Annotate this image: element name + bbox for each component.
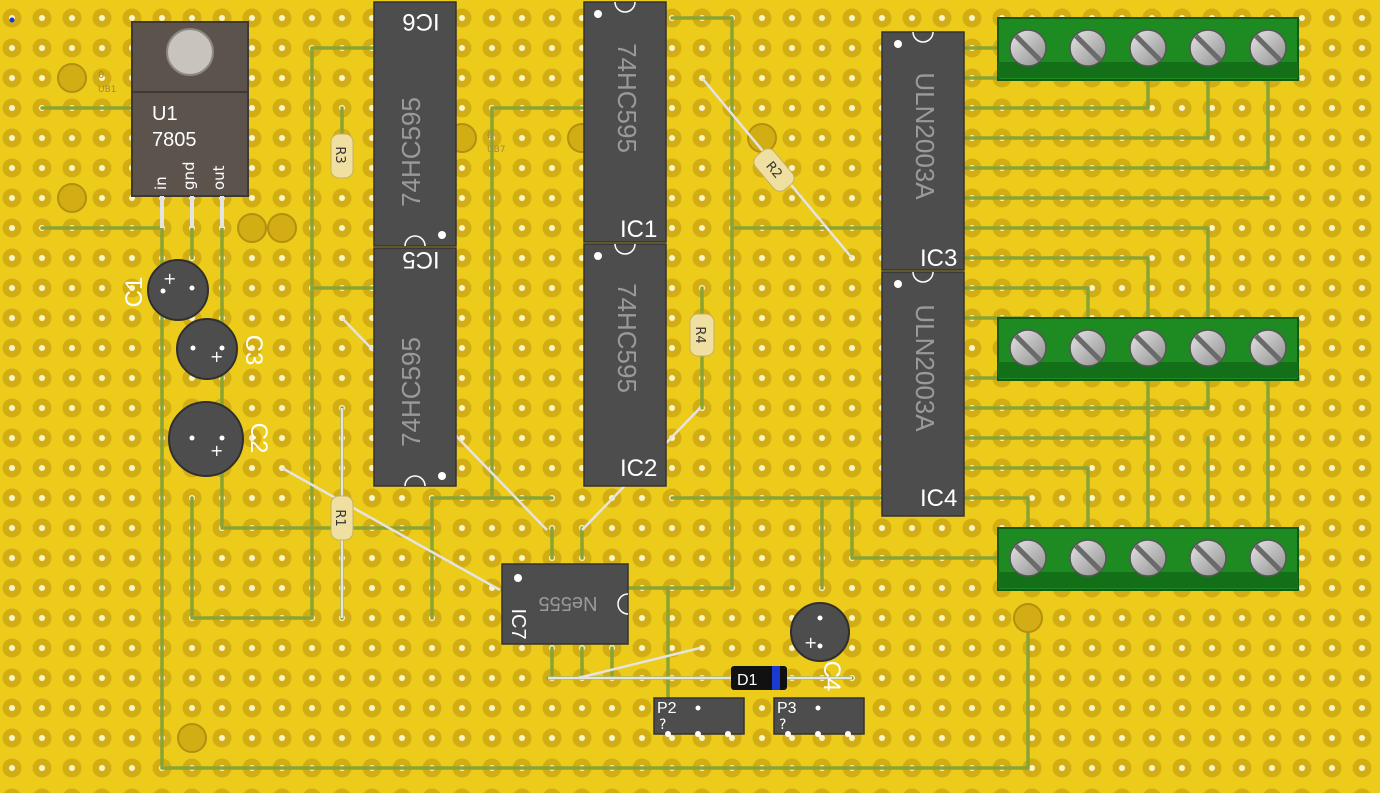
terminal-screw-icon[interactable] — [1189, 329, 1227, 367]
u1-part: 7805 — [152, 129, 197, 151]
c4-capacitor[interactable]: + C4 — [790, 602, 850, 692]
u1-mounting-hole — [166, 28, 214, 76]
ic3-part: ULN2003A — [910, 72, 940, 200]
d1-diode[interactable]: D1 — [731, 666, 787, 690]
d1-designator: D1 — [737, 672, 758, 689]
terminal-screw-icon[interactable] — [1069, 29, 1107, 67]
r1-designator: R1 — [332, 509, 347, 526]
ub7-designator: UB7 — [487, 145, 506, 155]
u1-pin-out-label: out — [210, 165, 228, 190]
terminal-screw-icon[interactable] — [1129, 329, 1167, 367]
ic6-designator: IC6 — [402, 8, 439, 35]
terminal-screw-icon[interactable] — [1249, 539, 1287, 577]
c2-polarity: + — [210, 441, 223, 460]
terminal-screw-icon[interactable] — [1189, 29, 1227, 67]
ic5-chip[interactable]: IC5 74HC595 — [373, 246, 457, 487]
terminal-screw-icon[interactable] — [1069, 329, 1107, 367]
large-pads — [57, 63, 1043, 753]
ic7-chip[interactable]: Ne555 IC7 — [501, 563, 629, 645]
ic1-pin1-dot — [594, 10, 602, 18]
ic2-chip[interactable]: 74HC595 IC2 — [583, 243, 667, 487]
ic4-designator: IC4 — [920, 485, 957, 512]
c4-designator: C4 — [818, 661, 845, 692]
ic7-designator: IC7 — [507, 608, 529, 639]
ic4-part: ULN2003A — [910, 304, 940, 432]
u1-designator: U1 — [152, 103, 178, 125]
c3-polarity: + — [210, 347, 223, 366]
c4-polarity: + — [804, 633, 817, 652]
origin-marker — [9, 17, 15, 23]
ub1-designator: UB1 — [98, 85, 117, 95]
terminal-screw-icon[interactable] — [1009, 29, 1047, 67]
p2-value: ? — [659, 717, 666, 733]
ic2-pin1-dot — [594, 252, 602, 260]
terminal-screw-icon[interactable] — [1249, 29, 1287, 67]
ic5-pin1-dot — [438, 472, 446, 480]
terminal-screw-icon[interactable] — [1069, 539, 1107, 577]
ic3-pin1-dot — [894, 40, 902, 48]
ic1-chip[interactable]: 74HC595 IC1 — [583, 1, 667, 243]
ic6-pin1-dot — [438, 231, 446, 239]
p3-value: ? — [779, 717, 786, 733]
ic7-part: Ne555 — [539, 592, 598, 614]
ic5-part: 74HC595 — [396, 337, 426, 447]
p3-header[interactable]: P3 ? — [773, 697, 865, 737]
ic4-chip[interactable]: ULN2003A IC4 — [881, 271, 965, 517]
c3-capacitor[interactable]: + C3 — [176, 318, 267, 380]
terminal-screw-icon[interactable] — [1009, 329, 1047, 367]
c1-capacitor[interactable]: + C1 — [121, 259, 209, 321]
ic5-designator: IC5 — [402, 246, 439, 273]
ic2-part: 74HC595 — [612, 283, 642, 393]
c3-designator: C3 — [240, 335, 267, 366]
p2-header[interactable]: P2 ? — [653, 697, 745, 737]
r1-resistor[interactable]: R1 — [330, 495, 354, 541]
ub7-value: 0 — [487, 130, 493, 141]
ic7-pin1-dot — [514, 574, 522, 582]
r2-resistor[interactable]: R2 — [751, 145, 798, 194]
ic1-part: 74HC595 — [612, 43, 642, 153]
c1-designator: C1 — [121, 277, 148, 308]
ic3-chip[interactable]: ULN2003A IC3 — [881, 31, 965, 272]
c2-capacitor[interactable]: + C2 — [168, 401, 272, 477]
r4-resistor[interactable]: R4 — [689, 313, 715, 357]
r4-designator: R4 — [692, 326, 707, 343]
c2-designator: C2 — [245, 423, 272, 454]
terminal-screw-icon[interactable] — [1249, 329, 1287, 367]
u1-pin-in-label: in — [152, 176, 170, 190]
p2-designator: P2 — [657, 700, 677, 717]
c1-polarity: + — [163, 269, 176, 288]
ic4-pin1-dot — [894, 280, 902, 288]
terminal-screw-icon[interactable] — [1189, 539, 1227, 577]
u1-pin-gnd-label: gnd — [180, 161, 198, 190]
u1-regulator[interactable]: U1 7805 in gnd out — [131, 21, 249, 228]
terminal-screw-icon[interactable] — [1129, 539, 1167, 577]
terminal-screw-icon[interactable] — [1129, 29, 1167, 67]
r3-resistor[interactable]: R3 — [330, 133, 354, 179]
terminal-screw-icon[interactable] — [1009, 539, 1047, 577]
p3-designator: P3 — [777, 700, 797, 717]
d1-cathode-band — [772, 666, 780, 690]
ub1-value: 0 — [98, 70, 104, 81]
ic2-designator: IC2 — [620, 455, 657, 482]
ic1-designator: IC1 — [620, 216, 657, 243]
terminal-screws — [1009, 29, 1287, 577]
r3-designator: R3 — [332, 146, 347, 163]
ic3-designator: IC3 — [920, 245, 957, 272]
ic6-chip[interactable]: IC6 74HC595 — [373, 1, 457, 247]
ic6-part: 74HC595 — [396, 97, 426, 207]
